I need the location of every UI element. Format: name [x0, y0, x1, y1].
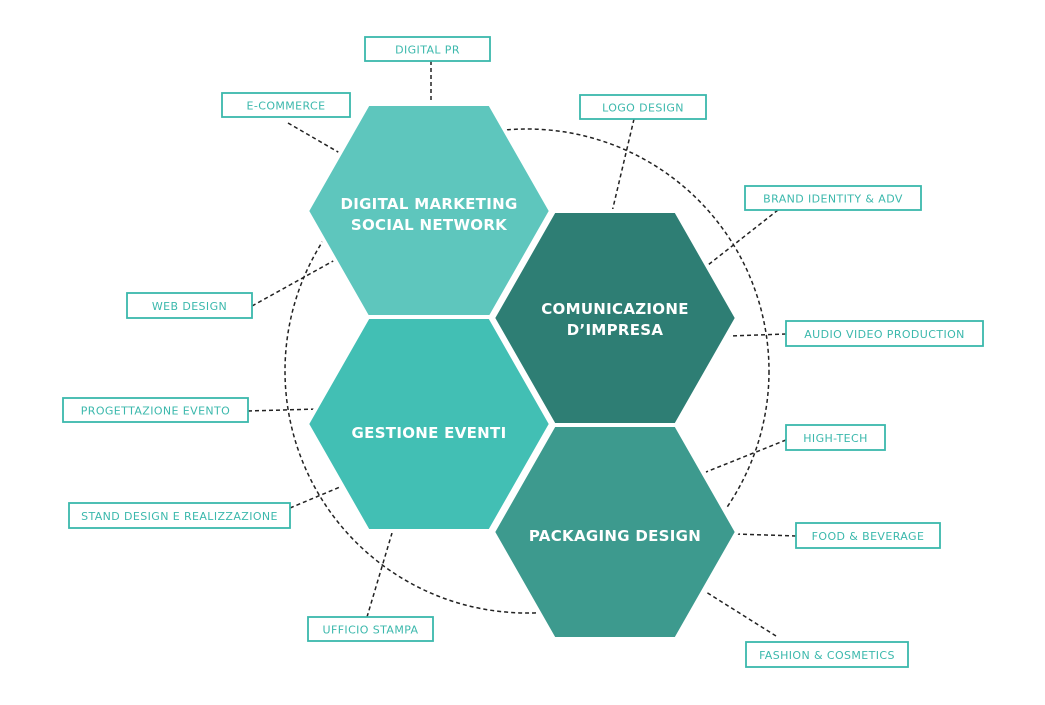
tag-box [785, 424, 886, 451]
tag-ufficio-stampa: UFFICIO STAMPA [307, 616, 434, 642]
tag-label: BRAND IDENTITY & ADV [763, 193, 903, 206]
tag-label: FASHION & COSMETICS [759, 649, 895, 662]
tag-label: FOOD & BEVERAGE [812, 530, 925, 543]
connector-web-design [251, 259, 336, 307]
tag-e-commerce: E-COMMERCE [221, 92, 351, 118]
tag-box [68, 502, 291, 529]
hexagon-label: DIGITAL MARKETING [340, 195, 517, 213]
tag-box [307, 616, 434, 642]
tag-label: AUDIO VIDEO PRODUCTION [804, 328, 965, 341]
hexagon-label: SOCIAL NETWORK [351, 216, 508, 234]
tag-stand-design: STAND DESIGN E REALIZZAZIONE [68, 502, 291, 529]
orbit-circle [284, 128, 770, 614]
hexagon-label: GESTIONE EVENTI [352, 424, 507, 442]
tag-box [221, 92, 351, 118]
tag-digital-pr: DIGITAL PR [364, 36, 491, 62]
hexagon-shape [490, 423, 740, 641]
tag-audio-video: AUDIO VIDEO PRODUCTION [785, 320, 984, 347]
hexagon-packaging-design: PACKAGING DESIGN [490, 423, 740, 641]
tag-brand-identity: BRAND IDENTITY & ADV [744, 185, 922, 211]
connector-audio-video [729, 333, 787, 337]
tag-progettazione-evento: PROGETTAZIONE EVENTO [62, 397, 249, 423]
tag-box [62, 397, 249, 423]
connector-food-beverage [735, 533, 797, 537]
connector-ufficio-stampa [366, 532, 393, 618]
tag-box [795, 522, 941, 549]
tag-label: UFFICIO STAMPA [323, 624, 419, 637]
tag-label: PROGETTAZIONE EVENTO [81, 405, 230, 418]
tag-logo-design: LOGO DESIGN [579, 94, 707, 120]
connector-brand-identity [707, 209, 779, 266]
tag-label: LOGO DESIGN [602, 102, 684, 115]
tag-label: E-COMMERCE [247, 100, 326, 113]
hexagon-shape [304, 315, 554, 533]
hexagon-label: PACKAGING DESIGN [529, 527, 701, 545]
hexagon-gestione-eventi: GESTIONE EVENTI [304, 315, 554, 533]
tag-box [579, 94, 707, 120]
hexagon-label: D’IMPRESA [567, 321, 664, 339]
tag-web-design: WEB DESIGN [126, 292, 253, 319]
tag-box [744, 185, 922, 211]
tag-label: DIGITAL PR [395, 44, 460, 57]
tag-box [126, 292, 253, 319]
hexagon-comunicazione: COMUNICAZIONE D’IMPRESA [490, 209, 740, 427]
tag-label: WEB DESIGN [152, 300, 227, 313]
tag-label: STAND DESIGN E REALIZZAZIONE [81, 510, 278, 523]
connector-high-tech [705, 439, 787, 473]
connector-e-commerce [287, 122, 346, 157]
tag-box [745, 641, 909, 668]
connector-stand-design [289, 486, 341, 509]
tag-box [785, 320, 984, 347]
tag-label: HIGH-TECH [803, 432, 868, 445]
connector-progettazione-evento [247, 408, 319, 412]
tag-box [364, 36, 491, 62]
hexagon-label: COMUNICAZIONE [541, 300, 689, 318]
tag-food-beverage: FOOD & BEVERAGE [795, 522, 941, 549]
connector-logo-design [611, 118, 635, 213]
tag-high-tech: HIGH-TECH [785, 424, 886, 451]
tag-fashion-cosmetics: FASHION & COSMETICS [745, 641, 909, 668]
connector-fashion-cosmetics [705, 591, 777, 637]
